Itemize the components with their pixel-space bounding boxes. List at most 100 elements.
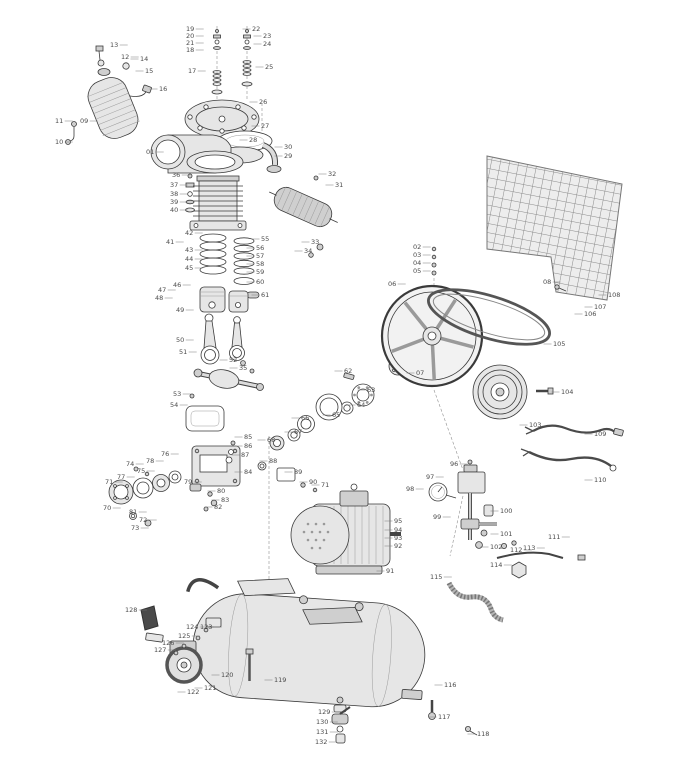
- outlet-fittings: [331, 696, 351, 744]
- part-callout-47: 47: [158, 286, 166, 294]
- part-callout-12: 12: [121, 53, 129, 61]
- part-callout-71: 71: [321, 481, 329, 489]
- part-callout-40: 40: [170, 206, 178, 214]
- drain-valve: [428, 700, 478, 736]
- part-callout-101: 101: [500, 530, 512, 538]
- part-callout-34: 34: [304, 247, 312, 255]
- part-callout-117: 117: [438, 713, 450, 721]
- part-callout-88: 88: [269, 457, 277, 465]
- crankcase: [150, 134, 244, 174]
- part-callout-67: 67: [294, 428, 302, 436]
- power-cables: [520, 424, 624, 472]
- part-callout-02: 02: [413, 243, 421, 251]
- part-callout-54: 54: [170, 401, 178, 409]
- part-callout-128: 128: [125, 606, 137, 614]
- valve-plate-hardware: [211, 29, 253, 95]
- part-callout-75: 75: [137, 467, 145, 475]
- part-callout-26: 26: [259, 98, 267, 106]
- part-callout-13: 13: [110, 41, 118, 49]
- intake-elbow: [261, 142, 282, 173]
- part-callout-92: 92: [394, 542, 402, 550]
- part-callout-33: 33: [311, 238, 319, 246]
- part-callout-24: 24: [263, 40, 271, 48]
- part-callout-116: 116: [444, 681, 456, 689]
- part-callout-132: 132: [315, 738, 327, 746]
- part-callout-91: 91: [386, 567, 394, 575]
- base-gasket: [185, 393, 225, 432]
- part-callout-61: 61: [261, 291, 269, 299]
- part-callout-43: 43: [185, 246, 193, 254]
- part-callout-52: 52: [229, 356, 237, 364]
- part-callout-14: 14: [140, 55, 148, 63]
- part-callout-39: 39: [170, 198, 178, 206]
- part-callout-95: 95: [394, 517, 402, 525]
- piston-rings: [199, 233, 260, 299]
- pressure-switch-assembly: [428, 459, 517, 550]
- part-callout-01: 01: [146, 148, 154, 156]
- crankcase-cover: [191, 440, 318, 493]
- part-callout-77: 77: [117, 473, 125, 481]
- part-callout-125: 125: [178, 632, 190, 640]
- drive-belt: [427, 288, 551, 346]
- part-callout-55: 55: [261, 235, 269, 243]
- part-callout-85: 85: [244, 433, 252, 441]
- part-callout-83: 83: [221, 496, 229, 504]
- motor-pulley: [472, 364, 554, 420]
- part-callout-51: 51: [179, 348, 187, 356]
- part-callout-112: 112: [510, 546, 522, 554]
- part-callout-126: 126: [162, 639, 174, 647]
- part-callout-120: 120: [221, 671, 233, 679]
- part-callout-119: 119: [274, 676, 286, 684]
- part-callout-16: 16: [159, 85, 167, 93]
- part-callout-124: 124: [186, 623, 198, 631]
- part-callout-15: 15: [145, 67, 153, 75]
- part-callout-35: 35: [239, 364, 247, 372]
- part-callout-08: 08: [543, 278, 551, 286]
- part-callout-73: 73: [131, 524, 139, 532]
- part-callout-21: 21: [186, 39, 194, 47]
- part-callout-09: 09: [80, 117, 88, 125]
- part-callout-99: 99: [433, 513, 441, 521]
- part-callout-113: 113: [523, 544, 535, 552]
- flywheel-bolts: [431, 246, 437, 276]
- part-callout-110: 110: [594, 476, 606, 484]
- part-callout-103: 103: [529, 421, 541, 429]
- part-callout-66: 66: [301, 414, 309, 422]
- part-callout-70: 70: [103, 504, 111, 512]
- connecting-rods: [200, 313, 245, 365]
- part-callout-115: 115: [430, 573, 442, 581]
- part-callout-06: 06: [388, 280, 396, 288]
- guard-bolt: [554, 284, 567, 292]
- part-callout-49: 49: [176, 306, 184, 314]
- aftercooler-tube: [269, 175, 338, 258]
- part-callout-44: 44: [185, 255, 193, 263]
- part-callout-22: 22: [252, 25, 260, 33]
- part-callout-111: 111: [548, 533, 560, 541]
- part-callout-30: 30: [284, 143, 292, 151]
- part-callout-60: 60: [256, 278, 264, 286]
- part-callout-78: 78: [146, 457, 154, 465]
- part-callout-104: 104: [561, 388, 573, 396]
- part-callout-94: 94: [394, 526, 402, 534]
- part-callout-59: 59: [256, 268, 264, 276]
- part-callout-03: 03: [413, 251, 421, 259]
- part-callout-84: 84: [244, 468, 252, 476]
- part-callout-97: 97: [426, 473, 434, 481]
- part-callout-65: 65: [332, 411, 340, 419]
- part-callout-122: 122: [187, 688, 199, 696]
- part-callout-46: 46: [173, 281, 181, 289]
- part-callout-90: 90: [309, 478, 317, 486]
- part-callout-105: 105: [553, 340, 565, 348]
- part-callout-121: 121: [204, 684, 216, 692]
- part-callout-36: 36: [172, 171, 180, 179]
- part-callout-29: 29: [284, 152, 292, 160]
- part-callout-89: 89: [294, 468, 302, 476]
- electric-motor: [290, 483, 401, 575]
- part-callout-80: 80: [217, 487, 225, 495]
- oil-seal-set: [108, 466, 218, 527]
- part-callout-57: 57: [256, 252, 264, 260]
- air-tank: [186, 578, 426, 708]
- part-callout-25: 25: [265, 63, 273, 71]
- foot-bracket: [140, 605, 423, 700]
